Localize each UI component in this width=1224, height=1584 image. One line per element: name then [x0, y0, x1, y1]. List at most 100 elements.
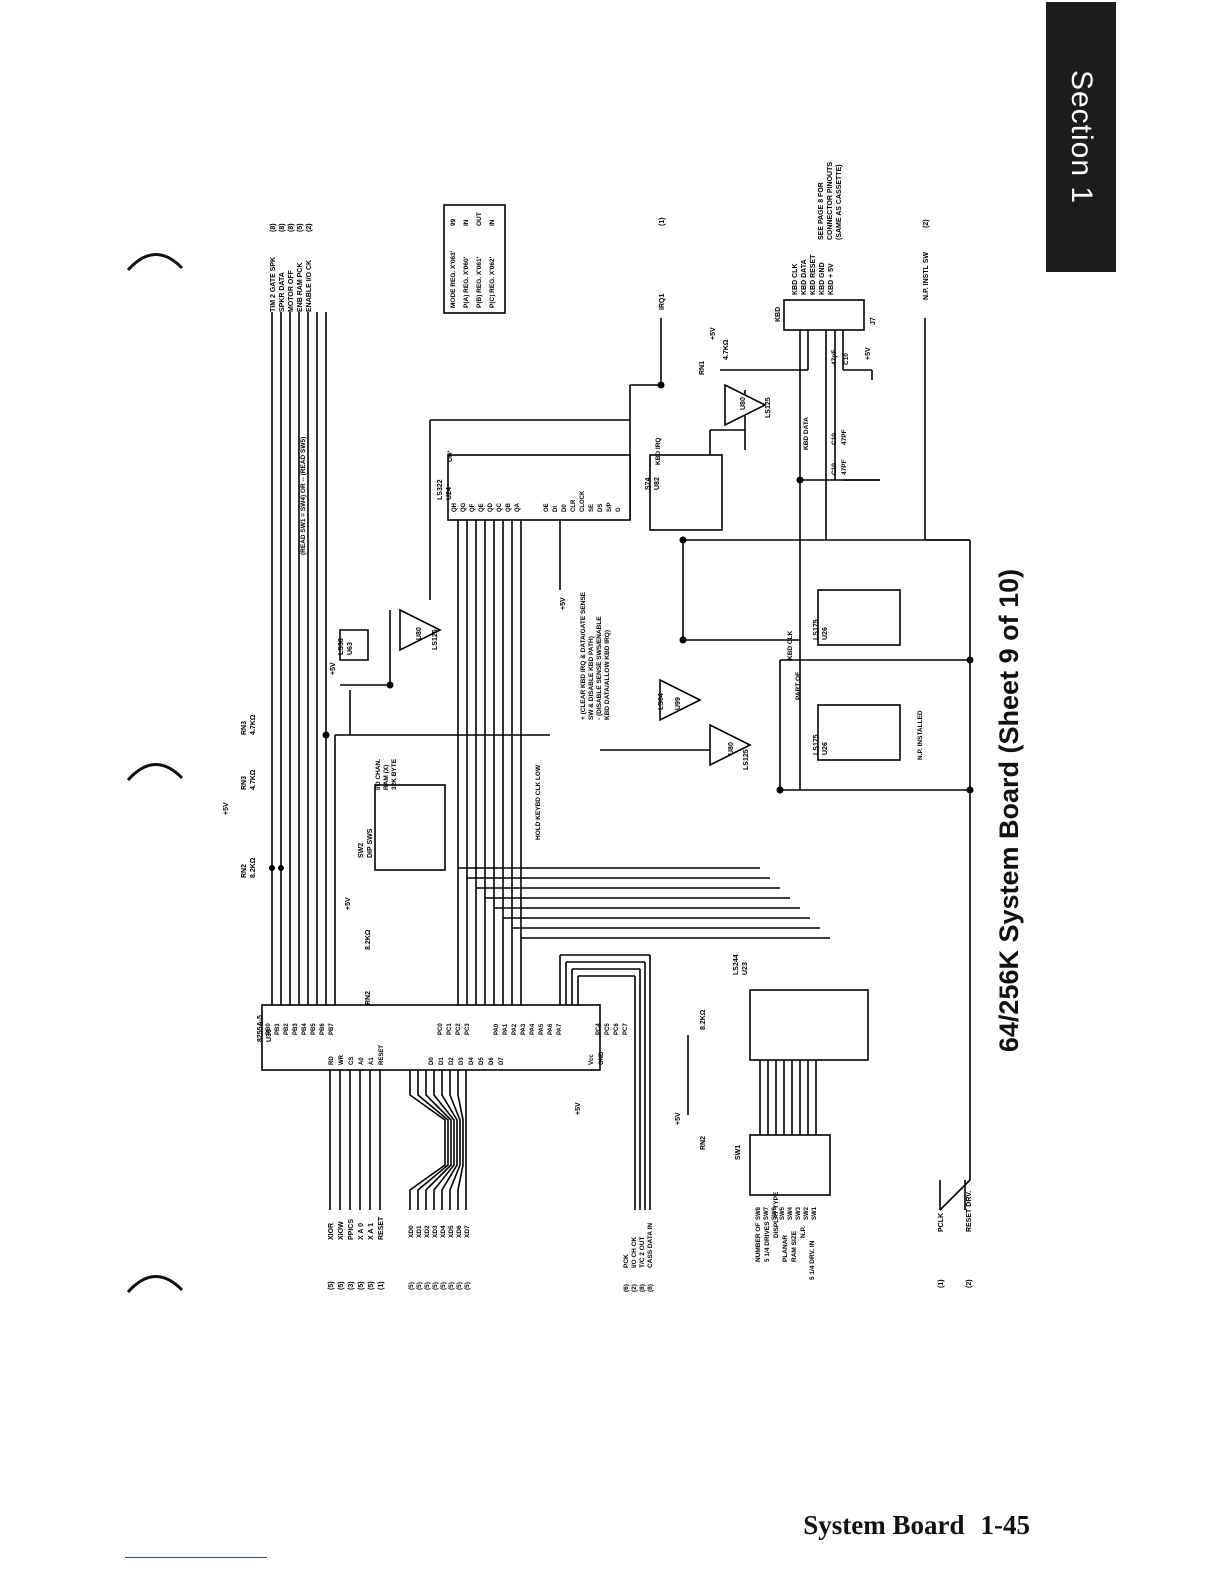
u80-chip-ref: U80 [740, 397, 747, 410]
np-instl-label: N.P. INSTL SW [923, 252, 930, 300]
pc-input-ref: (2) [631, 1284, 638, 1292]
c10-label: C10 [831, 433, 838, 445]
sw2-subtitle: DIP SWS [367, 828, 374, 858]
ppi-port-pin-label: PC5 [605, 1023, 611, 1035]
pc-input-ref: (8) [647, 1284, 654, 1292]
data-bus-ref: (5) [464, 1282, 471, 1290]
ls175-chip-ref: U26 [822, 742, 829, 755]
sw1-switch: SW5 [780, 1206, 786, 1220]
clear-kbd-annotation: KBD DATA/ALLOW KBD IRQ) [604, 630, 611, 720]
ls322-chip-name: LS322 [437, 479, 444, 500]
u80-buffer-bottom [709, 723, 752, 767]
register-value: IN [489, 219, 496, 226]
rn2-label: RN2 [241, 864, 248, 878]
c10-value: 47PF [841, 429, 848, 445]
ls322-pin-label: OE [544, 503, 550, 512]
register-value: OUT [476, 212, 483, 226]
diagram-title-box: 64/256K System Board (Sheet 9 of 10) [980, 568, 1040, 1051]
ppi-port-pin-label: PA5 [539, 1023, 545, 1035]
np-installed-annotation: N.P. INSTALLED [917, 710, 924, 760]
kbd-note: CONNECTOR PINOUTS [827, 162, 834, 240]
ls322-pin-label: QC [497, 502, 503, 512]
rn1-value: 4.7KΩ [723, 339, 730, 360]
ppi-pin-label: D6 [489, 1057, 495, 1065]
binder-hole-mark [126, 763, 184, 782]
ls04-inverter [659, 678, 702, 722]
left-input-ref: (5) [338, 1281, 345, 1290]
s74-chip-name: S74 [645, 477, 652, 490]
kbd-pin-label: KBD CLK [792, 264, 799, 296]
rn3-label: RN3 [241, 721, 248, 735]
data-bus-ref: (5) [440, 1282, 447, 1290]
left-input-label: XIOR [328, 1223, 335, 1240]
ppi-port-pin-label: PB5 [311, 1023, 317, 1035]
top-signal-ref: (2) [306, 223, 313, 232]
irq1-ref: (1) [659, 217, 666, 226]
ppi-pin-label: A1 [369, 1057, 375, 1065]
ppi-pin-label: RESET [379, 1045, 385, 1065]
sw1-label: RAM SIZE [791, 1230, 798, 1262]
ls322-chip-ref: U24 [446, 487, 453, 500]
rn3-value: 4.7KΩ [250, 769, 257, 790]
kbd-pin-label: KBD RESET [810, 254, 817, 295]
rn3-label: RN3 [241, 776, 248, 790]
ppi-pin-label: D7 [499, 1057, 505, 1065]
data-bus-ref: (5) [408, 1282, 415, 1290]
gate-symbols [339, 383, 767, 767]
s74-chip-outline [649, 454, 723, 531]
ppi-chip-name: 8255A-5 [257, 1015, 264, 1042]
ppi-pin-label: D5 [479, 1057, 485, 1065]
kbd-pin-label: KBD + 5V [828, 263, 835, 295]
ls322-pin-label: D0 [562, 504, 568, 512]
register-label: MODE REG. X'063' [450, 250, 457, 308]
chip-outlines [261, 204, 901, 1196]
footer-text: System Board [803, 1509, 965, 1540]
sw1-switch: SW1 [812, 1206, 818, 1220]
ls175-lower-outline [817, 704, 901, 761]
data-bus-ref: (5) [432, 1282, 439, 1290]
top-signal-label: ENB RAM PCK [297, 263, 304, 312]
ls125-chip-name: LS125 [743, 749, 750, 770]
ls244-chip-ref: U23 [742, 962, 749, 975]
c10-value: 47PF [841, 459, 848, 475]
data-bus-ref: (5) [424, 1282, 431, 1290]
schematic-wires [271, 312, 971, 1211]
ppi-port-pin-label: PA2 [512, 1023, 518, 1035]
binder-hole-mark [126, 253, 184, 272]
plus5v-label: +5V [710, 327, 717, 340]
top-signal-label: MOTOR OFF [288, 269, 295, 312]
io-chan-annotation: 32K BYTE [391, 758, 398, 790]
sw1-switch: SW8 [756, 1206, 762, 1220]
ppi-port-pin-label: PC0 [438, 1023, 444, 1035]
kbd-connector-ref: J7 [870, 317, 877, 325]
data-bus-label: XD3 [432, 1225, 439, 1238]
left-input-label: RESET [378, 1216, 385, 1240]
ls322-pin-label: QF [470, 503, 476, 512]
register-label: P(C) REG. X'062' [489, 256, 496, 308]
ls04-chip-name: LS04 [658, 693, 665, 710]
oh-pin-annotation: OH' [447, 450, 454, 462]
left-input-label: X A 0 [358, 1223, 365, 1240]
kbd-connector-outline [783, 299, 865, 331]
data-bus-ref: (5) [448, 1282, 455, 1290]
sw1-switch: SW6 [772, 1206, 778, 1220]
bottom-signal-ref: (1) [938, 1279, 945, 1288]
register-label: P(B) REG. X'061' [476, 256, 483, 308]
sw1-switch: SW7 [764, 1206, 770, 1220]
ls322-pin-label: QB [506, 502, 512, 512]
ppi-port-pin-label: PC4 [596, 1023, 602, 1035]
ls322-pin-label: QD [488, 502, 494, 512]
ls125-chip-name: LS125 [432, 629, 439, 650]
plus5v-label: +5V [675, 1112, 682, 1125]
kbd-clk-net: KBD CLK [787, 630, 794, 660]
plus5v-label: +5V [575, 1102, 582, 1115]
pc-input-ref: (8) [639, 1284, 646, 1292]
ls175-chip-ref: U26 [822, 627, 829, 640]
pc-input-label: CASS DATA IN [647, 1223, 654, 1268]
pc-input-ref: (6) [623, 1284, 630, 1292]
ppi-chip-outline [261, 1004, 601, 1071]
ls322-pin-label: DS [598, 504, 604, 512]
sw1-label: PLANAR [782, 1235, 789, 1262]
sw2-name: SW2 [358, 843, 365, 858]
ppi-chip-ref: U36 [266, 1029, 273, 1042]
